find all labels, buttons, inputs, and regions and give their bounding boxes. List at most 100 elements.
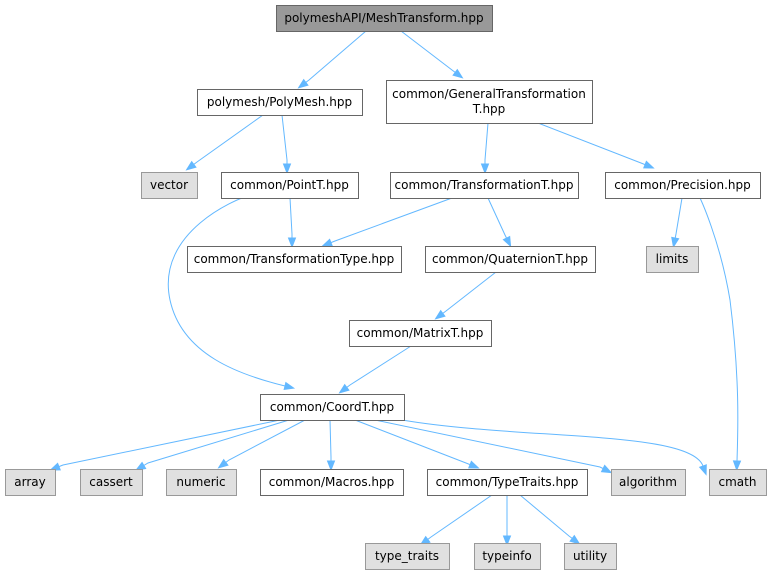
edge-matrixt-to-coordt: [338, 345, 412, 394]
edge-root-to-gentrans: [400, 30, 464, 79]
edge-line: [354, 419, 472, 466]
node-precision[interactable]: common/Precision.hpp: [605, 172, 761, 199]
node-label: cassert: [89, 475, 133, 489]
edge-arrowhead: [468, 460, 480, 469]
node-cassert: cassert: [80, 469, 143, 496]
edge-line: [487, 197, 508, 240]
nodes-layer: polymeshAPI/MeshTransform.hpp polymesh/Po…: [5, 5, 767, 570]
edge-line: [289, 197, 293, 239]
edge-arrowhead: [338, 383, 350, 394]
node-label: array: [14, 475, 45, 489]
node-coordt[interactable]: common/CoordT.hpp: [260, 394, 405, 421]
edge-arrowhead: [698, 464, 707, 476]
edge-polymesh-to-pointt: [281, 114, 292, 175]
node-matrixt[interactable]: common/MatrixT.hpp: [349, 320, 492, 347]
edge-arrowhead: [321, 238, 333, 247]
node-box: [427, 469, 588, 496]
edge-line: [304, 30, 367, 84]
node-label: common/Precision.hpp: [614, 178, 751, 192]
node-label: type_traits: [375, 549, 439, 563]
node-polymesh[interactable]: polymesh/PolyMesh.hpp: [197, 89, 363, 116]
node-typeinfo: typeinfo: [474, 543, 541, 570]
edge-arrowhead: [643, 160, 655, 169]
edge-pointt-to-coordt: [167, 197, 296, 390]
edge-line: [329, 197, 453, 244]
edge-line: [484, 122, 489, 165]
node-numeric: numeric: [166, 469, 237, 496]
node-box: [260, 469, 404, 496]
edge-typetraits-to-utility: [519, 494, 581, 545]
node-label: common/TransformationType.hpp: [194, 252, 395, 266]
edge-arrowhead: [434, 309, 446, 320]
node-label: polymesh/PolyMesh.hpp: [207, 95, 352, 109]
node-label: common/TypeTraits.hpp: [436, 475, 579, 489]
edges-layer: [49, 30, 742, 547]
edge-line: [192, 114, 264, 166]
node-array: array: [5, 469, 56, 496]
node-label: common/GeneralTransformation: [392, 87, 586, 101]
node-box: [260, 394, 405, 421]
edge-coordt-to-cmath: [401, 419, 707, 476]
node-transtype[interactable]: common/TransformationType.hpp: [187, 246, 402, 273]
edge-line: [537, 122, 647, 166]
node-typetraits[interactable]: common/TypeTraits.hpp: [427, 469, 588, 496]
node-utility: utility: [564, 543, 617, 570]
node-label: typeinfo: [482, 549, 531, 563]
node-label: limits: [656, 252, 689, 266]
edge-line: [400, 30, 457, 74]
edge-arrowhead: [287, 237, 297, 249]
edge-quat-to-matrixt: [434, 271, 497, 320]
node-box: [390, 172, 579, 199]
edge-arrowhead: [217, 458, 229, 469]
edge-coordt-to-typetraits: [354, 419, 480, 469]
node-cmath: cmath: [709, 469, 767, 496]
edge-precision-to-cmath: [699, 197, 742, 472]
edge-line: [401, 419, 704, 467]
edge-arrowhead: [600, 464, 613, 474]
node-box: [564, 543, 617, 570]
node-box: [611, 469, 686, 496]
edge-line: [426, 494, 493, 541]
edge-line: [699, 197, 739, 462]
node-box: [646, 246, 699, 273]
edge-transt-to-quat: [487, 197, 512, 248]
node-box: [709, 469, 767, 496]
node-transt[interactable]: common/TransformationT.hpp: [390, 172, 579, 199]
edge-arrowhead: [297, 78, 309, 89]
edge-arrowhead: [452, 68, 464, 79]
node-box: [365, 543, 450, 570]
edge-arrowhead: [502, 235, 512, 248]
edge-line: [519, 494, 574, 540]
node-vector: vector: [141, 172, 198, 199]
node-label: T.hpp: [472, 102, 506, 116]
edge-arrowhead: [283, 381, 296, 390]
node-box: [221, 172, 359, 199]
edge-coordt-to-array: [49, 419, 281, 471]
node-box: [80, 469, 143, 496]
edge-gentrans-to-precision: [537, 122, 655, 169]
edge-arrowhead: [185, 160, 197, 171]
edge-root-to-polymesh: [297, 30, 367, 89]
edge-line: [224, 419, 306, 464]
node-box: [386, 80, 593, 124]
edge-arrowhead: [282, 163, 292, 175]
node-box: [349, 320, 492, 347]
node-label: common/QuaternionT.hpp: [432, 252, 588, 266]
node-limits: limits: [646, 246, 699, 273]
edge-transt-to-transtype: [321, 197, 453, 247]
edge-line: [329, 419, 332, 462]
node-box: [474, 543, 541, 570]
node-quat[interactable]: common/QuaternionT.hpp: [425, 246, 596, 273]
edge-arrowhead: [480, 163, 490, 175]
edge-line: [374, 419, 605, 470]
node-macros[interactable]: common/Macros.hpp: [260, 469, 404, 496]
edge-polymesh-to-vector: [185, 114, 264, 171]
node-label: polymeshAPI/MeshTransform.hpp: [284, 11, 483, 25]
node-root[interactable]: polymeshAPI/MeshTransform.hpp: [276, 5, 493, 32]
edge-line: [167, 197, 286, 387]
node-label: common/TransformationT.hpp: [395, 178, 574, 192]
node-pointt[interactable]: common/PointT.hpp: [221, 172, 359, 199]
edge-typetraits-to-type_traits: [419, 494, 493, 546]
